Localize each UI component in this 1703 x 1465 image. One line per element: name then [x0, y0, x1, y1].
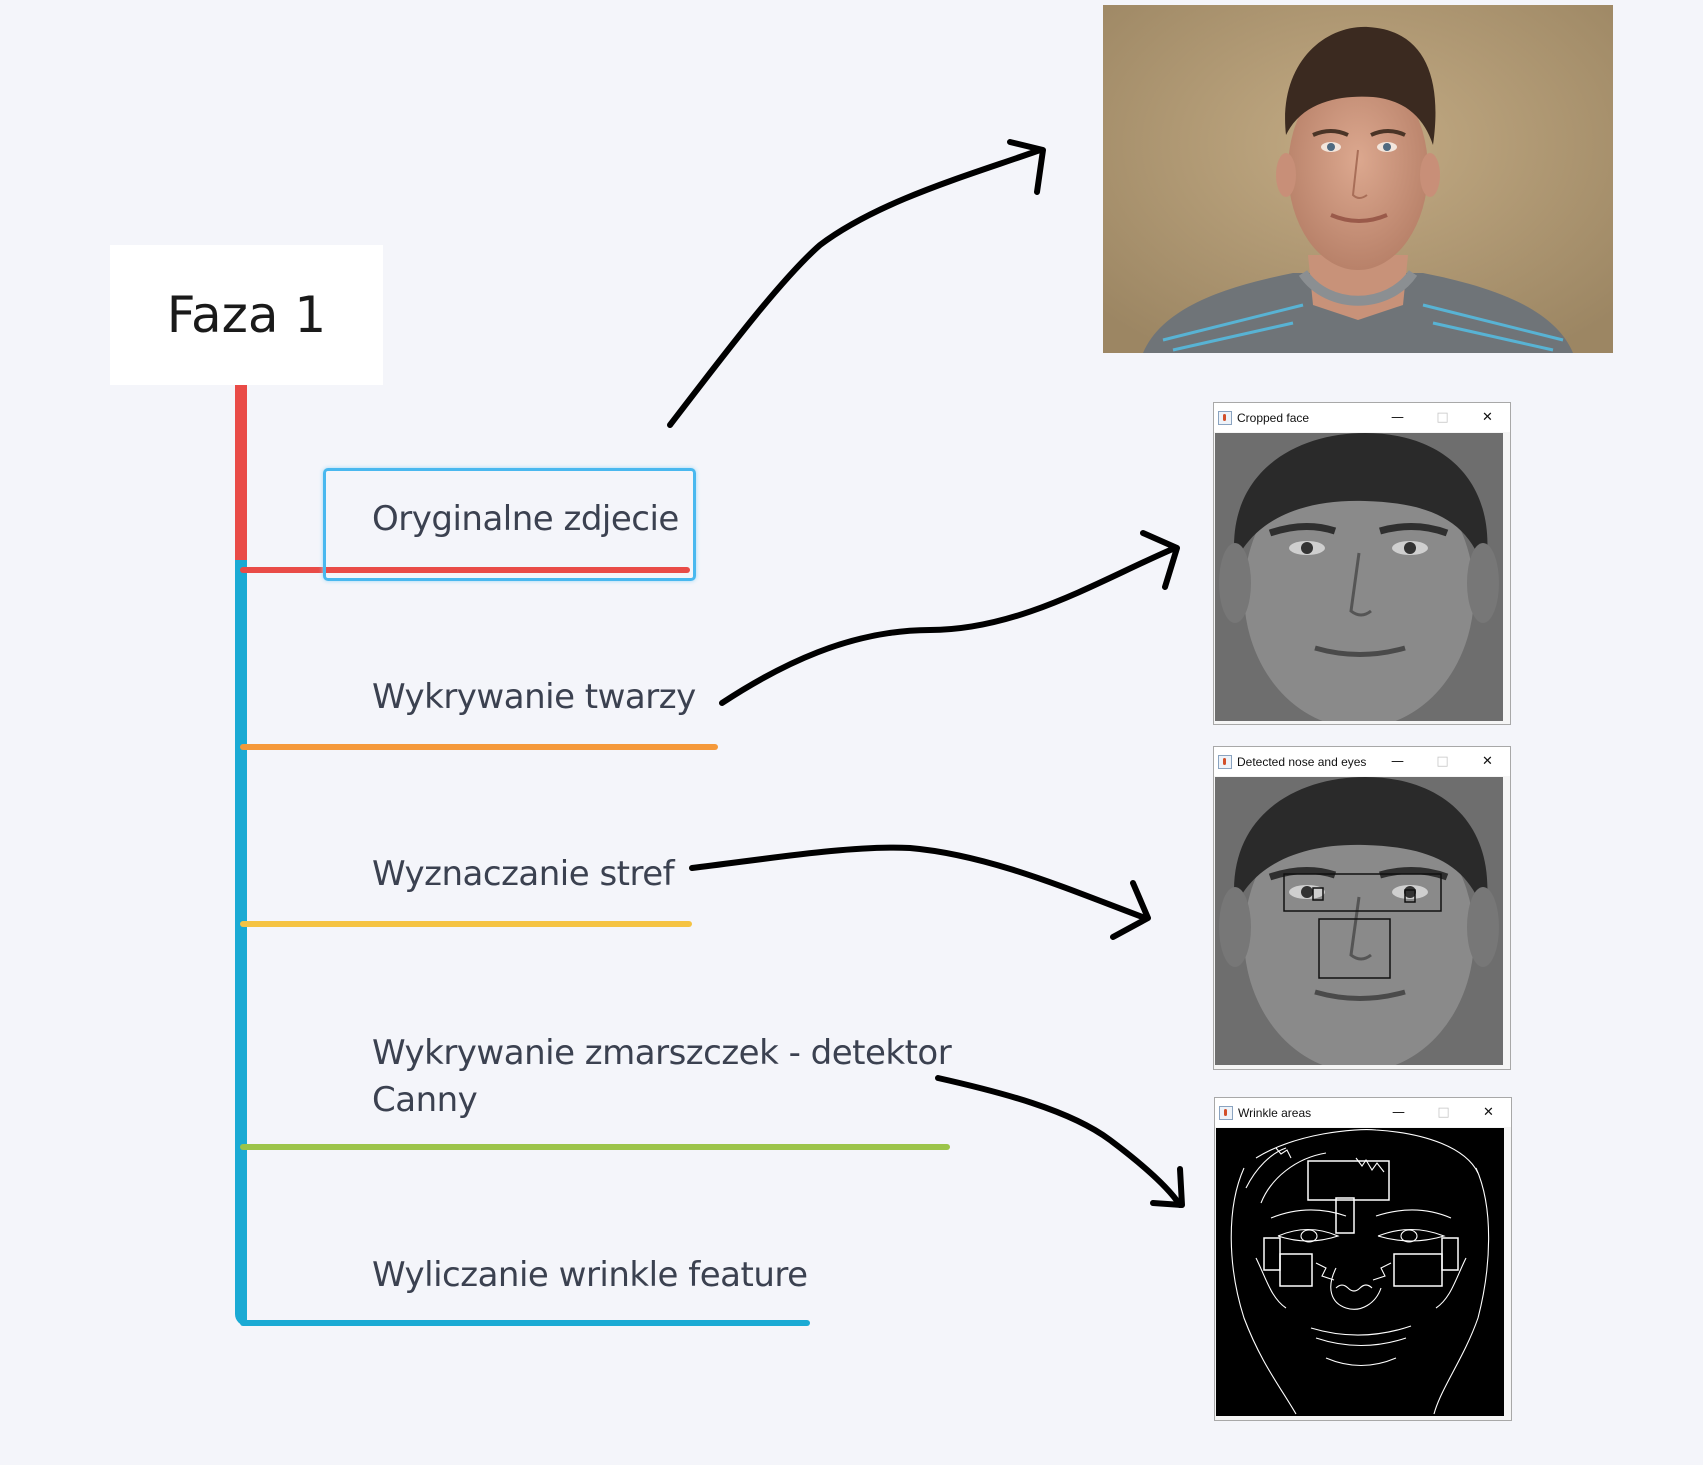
original-photo	[1103, 5, 1613, 353]
root-node[interactable]: Faza 1	[110, 245, 383, 385]
java-app-icon	[1218, 754, 1232, 769]
root-node-label: Faza 1	[166, 286, 327, 344]
java-app-icon	[1219, 1105, 1233, 1120]
arrow-to-wrinkle-areas	[935, 1075, 1183, 1208]
maximize-icon[interactable]: □	[1436, 410, 1449, 425]
nose-region-box	[1318, 918, 1391, 979]
arrow-to-original-photo	[667, 147, 1043, 428]
branch-line-1	[240, 567, 690, 573]
window-cropped-face[interactable]: Cropped face — □ ✕	[1213, 402, 1511, 725]
trunk-red	[235, 385, 247, 565]
branch-line-4	[240, 1144, 950, 1150]
arrow-to-cropped-face	[719, 545, 1178, 706]
arrowhead-original-photo	[1007, 139, 1046, 195]
branch-label-oryginalne-zdjecie[interactable]: Oryginalne zdjecie	[372, 499, 679, 539]
arrowhead-detected-zones	[1110, 880, 1151, 940]
branch-label-wyliczanie-wrinkle-feature[interactable]: Wyliczanie wrinkle feature	[372, 1255, 808, 1295]
branch-line-2	[240, 744, 718, 750]
window-wrinkle-areas[interactable]: Wrinkle areas — □ ✕	[1214, 1097, 1512, 1421]
window-titlebar[interactable]: Detected nose and eyes — □ ✕	[1214, 747, 1510, 776]
right-eye-box	[1404, 889, 1416, 903]
java-app-icon	[1218, 410, 1232, 425]
window-titlebar[interactable]: Cropped face — □ ✕	[1214, 403, 1510, 432]
wrinkle-edges-image	[1216, 1128, 1504, 1416]
window-title: Cropped face	[1237, 410, 1310, 425]
window-title: Wrinkle areas	[1238, 1105, 1312, 1120]
arrowhead-cropped-face	[1140, 530, 1180, 590]
arrowhead-wrinkle-areas	[1150, 1166, 1185, 1208]
maximize-icon[interactable]: □	[1437, 1105, 1450, 1120]
branch-line-3	[240, 921, 692, 927]
close-icon[interactable]: ✕	[1482, 754, 1493, 769]
cropped-face-image	[1215, 433, 1503, 721]
branch-line-5	[240, 1320, 810, 1326]
branch-label-wykrywanie-zmarszczek[interactable]: Wykrywanie zmarszczek - detektor Canny	[372, 1030, 952, 1124]
window-titlebar[interactable]: Wrinkle areas — □ ✕	[1215, 1098, 1511, 1127]
minimize-icon[interactable]: —	[1392, 1105, 1405, 1120]
left-cheek-box	[1279, 1253, 1313, 1287]
between-eyes-box	[1335, 1197, 1355, 1234]
maximize-icon[interactable]: □	[1436, 754, 1449, 769]
right-cheek-box	[1393, 1253, 1443, 1287]
left-eye-box	[1312, 887, 1324, 901]
forehead-region-box	[1307, 1160, 1390, 1201]
detected-features-image	[1215, 777, 1503, 1065]
minimize-icon[interactable]: —	[1391, 754, 1404, 769]
trunk-blue	[235, 560, 247, 1326]
branch-label-line-2: Canny	[372, 1080, 478, 1120]
eyes-region-box	[1283, 873, 1442, 912]
minimize-icon[interactable]: —	[1391, 410, 1404, 425]
selected-node-outline[interactable]	[323, 468, 696, 581]
window-title: Detected nose and eyes	[1237, 754, 1367, 769]
arrow-to-detected-zones	[689, 844, 1148, 921]
close-icon[interactable]: ✕	[1483, 1105, 1494, 1120]
window-detected-nose-and-eyes[interactable]: Detected nose and eyes — □ ✕	[1213, 746, 1511, 1070]
branch-label-wyznaczanie-stref[interactable]: Wyznaczanie stref	[372, 854, 675, 894]
branch-label-line-1: Wykrywanie zmarszczek - detektor	[372, 1033, 952, 1073]
branch-label-wykrywanie-twarzy[interactable]: Wykrywanie twarzy	[372, 677, 696, 717]
close-icon[interactable]: ✕	[1482, 410, 1493, 425]
